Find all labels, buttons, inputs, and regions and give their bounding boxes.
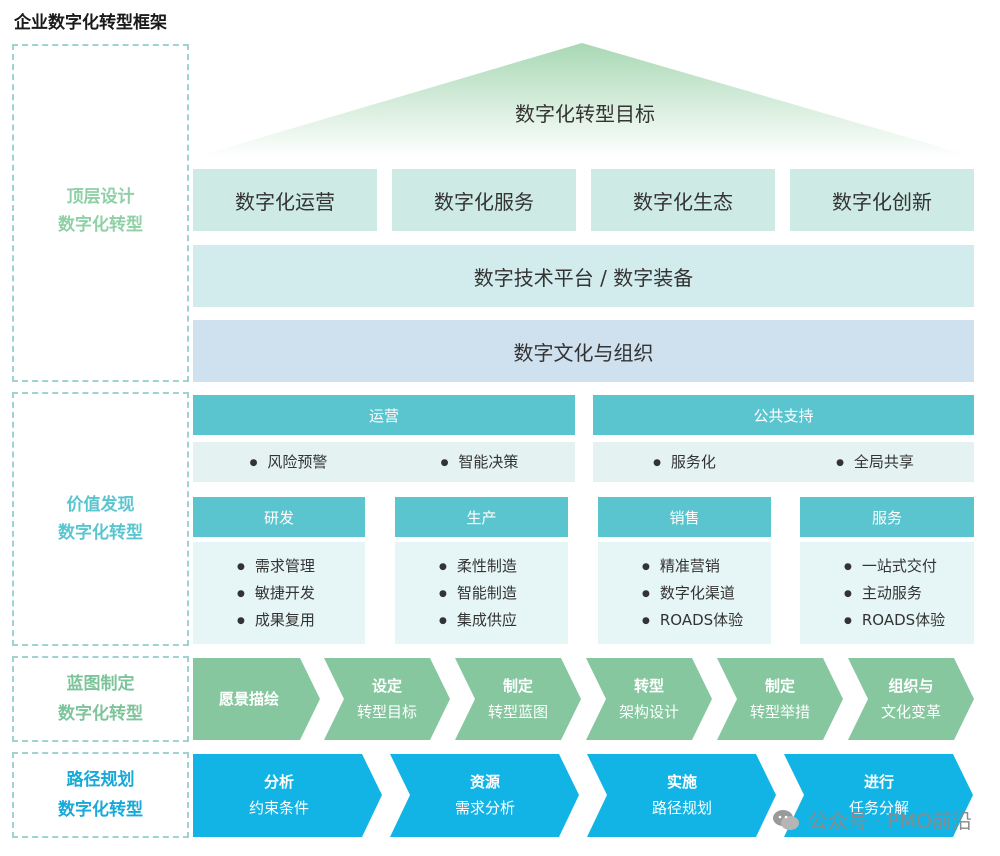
list-item: 服务化 bbox=[653, 449, 716, 476]
list-item: 柔性制造 bbox=[439, 553, 517, 580]
list-item: 主动服务 bbox=[844, 580, 922, 607]
list-item: 成果复用 bbox=[237, 607, 315, 634]
label-box-path: 路径规划 数字化转型 bbox=[12, 752, 189, 838]
blueprint-step-culture: 组织与 文化变革 bbox=[880, 677, 941, 721]
pillar-digital-operations: 数字化运营 bbox=[193, 169, 377, 231]
blueprint-chevrons bbox=[193, 658, 974, 740]
culture-bar: 数字文化与组织 bbox=[193, 320, 974, 382]
pillar-digital-ecosystem: 数字化生态 bbox=[591, 169, 775, 231]
path-step-resources: 资源 需求分析 bbox=[454, 773, 515, 817]
list-item: 全局共享 bbox=[836, 449, 914, 476]
label-blueprint-line2: 数字化转型 bbox=[58, 704, 143, 724]
list-item: ROADS体验 bbox=[844, 607, 945, 634]
roof-triangle bbox=[195, 43, 975, 157]
watermark-text: 公众号 · PMO前沿 bbox=[807, 809, 972, 833]
label-box-value-discovery: 价值发现 数字化转型 bbox=[12, 392, 189, 646]
roof-goal-text: 数字化转型目标 bbox=[515, 102, 655, 126]
blueprint-step-vision: 愿景描绘 bbox=[218, 690, 279, 708]
label-box-top-design: 顶层设计 数字化转型 bbox=[12, 44, 189, 382]
list-item: 风险预警 bbox=[250, 449, 327, 476]
label-value-line1: 价值发现 bbox=[66, 495, 135, 515]
blueprint-step-measures: 制定 转型举措 bbox=[749, 677, 810, 721]
value-head-operations: 运营 bbox=[193, 395, 575, 435]
list-item: 需求管理 bbox=[237, 553, 315, 580]
value-head-sales: 销售 bbox=[598, 497, 771, 537]
value-items-sales: 精准营销 数字化渠道 ROADS体验 bbox=[598, 542, 771, 644]
value-head-public-support: 公共支持 bbox=[593, 395, 974, 435]
list-item: 精准营销 bbox=[642, 553, 720, 580]
label-top-design-line1: 顶层设计 bbox=[66, 187, 135, 207]
path-step-analysis: 分析 约束条件 bbox=[248, 773, 309, 817]
diagram-title: 企业数字化转型框架 bbox=[14, 13, 167, 33]
blueprint-step-architecture: 转型 架构设计 bbox=[618, 677, 679, 721]
value-items-production: 柔性制造 智能制造 集成供应 bbox=[395, 542, 568, 644]
label-blueprint-line1: 蓝图制定 bbox=[66, 674, 135, 694]
value-items-rnd: 需求管理 敏捷开发 成果复用 bbox=[193, 542, 365, 644]
list-item: 智能决策 bbox=[441, 449, 518, 476]
label-value-line2: 数字化转型 bbox=[58, 523, 143, 543]
blueprint-step-blueprint: 制定 转型蓝图 bbox=[487, 677, 548, 721]
list-item: 数字化渠道 bbox=[642, 580, 735, 607]
value-head-rnd: 研发 bbox=[193, 497, 365, 537]
list-item: 敏捷开发 bbox=[237, 580, 315, 607]
value-items-service: 一站式交付 主动服务 ROADS体验 bbox=[800, 542, 974, 644]
label-box-blueprint: 蓝图制定 数字化转型 bbox=[12, 656, 189, 742]
path-step-decomposition: 进行 任务分解 bbox=[848, 773, 909, 817]
list-item: 智能制造 bbox=[439, 580, 517, 607]
label-path-line2: 数字化转型 bbox=[58, 800, 143, 820]
value-items-operations: 风险预警 智能决策 bbox=[193, 442, 575, 482]
pillar-digital-innovation: 数字化创新 bbox=[790, 169, 974, 231]
label-path-line1: 路径规划 bbox=[66, 770, 135, 790]
platform-bar: 数字技术平台 / 数字装备 bbox=[193, 245, 974, 307]
path-step-implementation: 实施 路径规划 bbox=[651, 773, 712, 817]
list-item: 集成供应 bbox=[439, 607, 517, 634]
value-head-service: 服务 bbox=[800, 497, 974, 537]
list-item: 一站式交付 bbox=[844, 553, 937, 580]
label-top-design-line2: 数字化转型 bbox=[58, 215, 143, 235]
list-item: ROADS体验 bbox=[642, 607, 743, 634]
pillar-digital-services: 数字化服务 bbox=[392, 169, 576, 231]
wechat-icon bbox=[772, 809, 799, 830]
value-head-production: 生产 bbox=[395, 497, 568, 537]
blueprint-step-goal: 设定 转型目标 bbox=[356, 677, 417, 721]
watermark: 公众号 · PMO前沿 bbox=[772, 805, 972, 834]
path-chevrons bbox=[193, 754, 973, 837]
value-items-public-support: 服务化 全局共享 bbox=[593, 442, 974, 482]
